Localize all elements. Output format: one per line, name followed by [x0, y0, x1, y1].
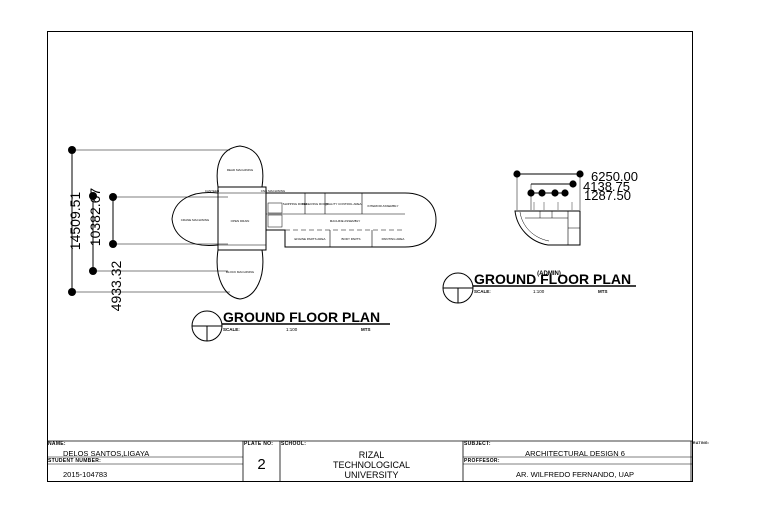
svg-text:CRANE MACHINING: CRANE MACHINING	[181, 218, 210, 222]
dimension-10382: 10382.67	[87, 188, 103, 247]
dimension-4933: 4933.32	[108, 260, 124, 311]
student-number-label: STUDENT NUMBER:	[48, 458, 102, 464]
right-floor-plan	[514, 210, 581, 246]
svg-text:READ MACHINING: READ MACHINING	[227, 168, 254, 172]
right-title-marker	[442, 272, 636, 304]
svg-text:INTERIOR ASSEMBLY: INTERIOR ASSEMBLY	[368, 204, 399, 208]
drawing-sheet	[47, 31, 693, 482]
plate-no-label: PLATE NO:	[244, 441, 274, 447]
svg-text:BLOCK MACHINING: BLOCK MACHINING	[226, 270, 255, 274]
dimension-6250: 6250.00	[591, 169, 638, 184]
dimension-14509: 14509.51	[67, 192, 83, 251]
right-plan-title: GROUND FLOOR PLAN	[474, 271, 631, 287]
left-room-labels: READ MACHINING CRANE MACHINING OPEN DRAI…	[181, 168, 405, 274]
svg-text:MACHINE ASSEMBLY: MACHINE ASSEMBLY	[330, 219, 360, 223]
left-plan-title: GROUND FLOOR PLAN	[223, 309, 380, 325]
svg-text:CANTEEN: CANTEEN	[205, 189, 219, 193]
name-value: DELOS SANTOS,LIGAYA	[63, 449, 150, 458]
svg-text:RECEIVING ROOM: RECEIVING ROOM	[302, 202, 329, 206]
name-label: NAME:	[48, 441, 66, 447]
left-dimension-chains	[71, 149, 230, 293]
top-pod	[216, 145, 264, 188]
left-plan-scale-value: 1:100	[286, 327, 298, 332]
dimension-4138: 4138.75	[583, 179, 630, 194]
left-floor-plan	[171, 145, 437, 300]
svg-text:ENGINE PARTS AREA: ENGINE PARTS AREA	[295, 237, 326, 241]
right-plan-scale-value: 1:100	[533, 289, 545, 294]
school-label: SCHOOL:	[281, 441, 307, 447]
subject-label: SUBJECT:	[464, 441, 491, 447]
bottom-pod	[216, 249, 264, 300]
svg-text:PAINTING AREA: PAINTING AREA	[382, 237, 405, 241]
school-value-line-1: RIZAL	[358, 450, 385, 460]
rating-label: RATING:	[693, 441, 710, 445]
svg-text:SHIPPING ROOM: SHIPPING ROOM	[283, 202, 308, 206]
dimension-1287: 1287.50	[584, 188, 631, 203]
left-dimension-dots	[68, 146, 117, 296]
plate-no-value: 2	[257, 456, 266, 473]
right-plan-subtitle: (ADMIN)	[537, 271, 561, 277]
professor-value: AR. WILFREDO FERNANDO, UAP	[516, 470, 634, 479]
svg-text:CNC MACHINING: CNC MACHINING	[261, 189, 286, 193]
right-plan-scale-label: SCALE:	[474, 289, 491, 294]
right-plan-units: MTS	[598, 289, 608, 294]
student-number-value: 2015-104783	[63, 470, 108, 479]
left-pod	[171, 191, 219, 247]
right-dimension-chains	[516, 173, 581, 210]
svg-text:BODY PARTS: BODY PARTS	[341, 237, 360, 241]
left-plan-units: MTS	[361, 327, 371, 332]
left-title-marker	[191, 310, 390, 342]
right-dimension-dots	[513, 170, 584, 197]
left-plan-scale-label: SCALE:	[223, 327, 240, 332]
professor-label: PROFFESOR:	[464, 458, 500, 464]
svg-text:QUALITY CONTROL AREA: QUALITY CONTROL AREA	[324, 202, 361, 206]
east-wing	[265, 192, 437, 248]
svg-text:OPEN DRAIN: OPEN DRAIN	[231, 219, 250, 223]
title-block-lines	[47, 440, 693, 482]
school-value-line-3: UNIVERSITY	[344, 470, 399, 480]
right-plan-hatch	[533, 202, 573, 210]
school-value-line-2: TECHNOLOGICAL	[332, 460, 410, 470]
subject-value: ARCHITECTURAL DESIGN 6	[525, 449, 625, 458]
